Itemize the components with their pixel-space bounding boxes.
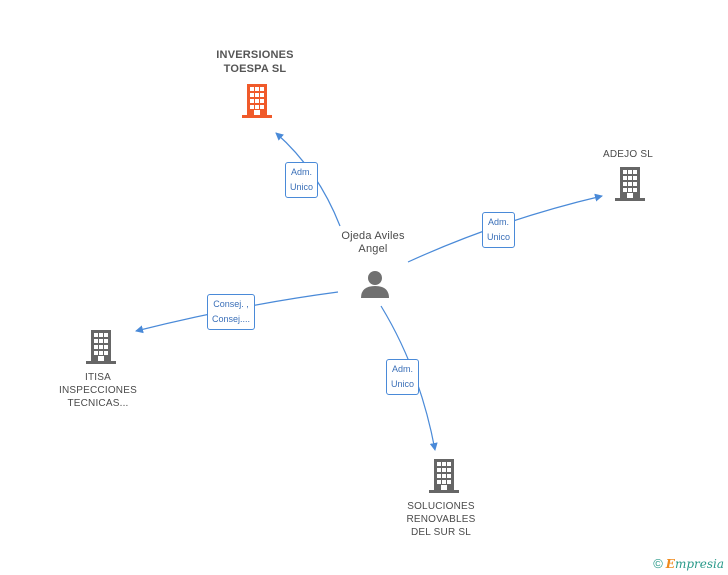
footer-brand[interactable]: ©Empresia <box>653 556 724 571</box>
brand-initial: E <box>665 557 675 571</box>
node-label-line: TECNICAS... <box>67 398 129 409</box>
brand-rest: mpresia <box>674 557 724 571</box>
center-name-line: Angel <box>358 243 388 255</box>
building-icon-adejo[interactable] <box>614 167 646 201</box>
center-person-name: Ojeda Aviles Angel <box>318 230 428 256</box>
edge-label-adejo[interactable]: Adm. Unico <box>482 212 516 248</box>
node-label-line: SOLUCIONES <box>407 501 475 512</box>
node-adejo-label[interactable]: ADEJO SL <box>588 148 668 161</box>
edge-label-itisa[interactable]: Consej. , Consej.... <box>207 294 256 330</box>
edge-label-line: Adm. <box>392 364 414 374</box>
node-soluciones-label[interactable]: SOLUCIONES RENOVABLES DEL SUR SL <box>391 500 491 539</box>
node-label-line: RENOVABLES <box>406 514 476 525</box>
brand-logo: Empresia <box>666 557 724 571</box>
node-inversiones-label[interactable]: INVERSIONES TOESPA SL <box>200 48 310 76</box>
node-label-line: ADEJO SL <box>603 149 653 160</box>
building-icon-soluciones[interactable] <box>428 459 460 493</box>
edge-label-line: Consej.... <box>212 314 251 324</box>
building-icon-inversiones[interactable] <box>241 84 273 118</box>
edge-label-line: Unico <box>290 182 314 192</box>
edge-label-line: Unico <box>391 379 415 389</box>
edge-label-line: Consej. , <box>213 299 249 309</box>
person-icon[interactable] <box>359 268 391 300</box>
node-label-line: TOESPA SL <box>223 63 287 75</box>
center-name-line: Ojeda Aviles <box>341 230 405 242</box>
node-label-line: DEL SUR SL <box>411 527 471 538</box>
node-itisa-label[interactable]: ITISA INSPECCIONES TECNICAS... <box>48 371 148 410</box>
node-label-line: INSPECCIONES <box>59 385 137 396</box>
edge-label-line: Adm. <box>488 217 510 227</box>
edge-label-soluciones[interactable]: Adm. Unico <box>386 359 420 395</box>
copyright-icon: © <box>653 556 663 571</box>
edge-label-line: Adm. <box>291 167 313 177</box>
building-icon-itisa[interactable] <box>85 330 117 364</box>
node-label-line: INVERSIONES <box>216 49 294 61</box>
edge-label-line: Unico <box>487 232 511 242</box>
edge-label-inversiones[interactable]: Adm. Unico <box>285 162 319 198</box>
node-label-line: ITISA <box>84 372 111 383</box>
